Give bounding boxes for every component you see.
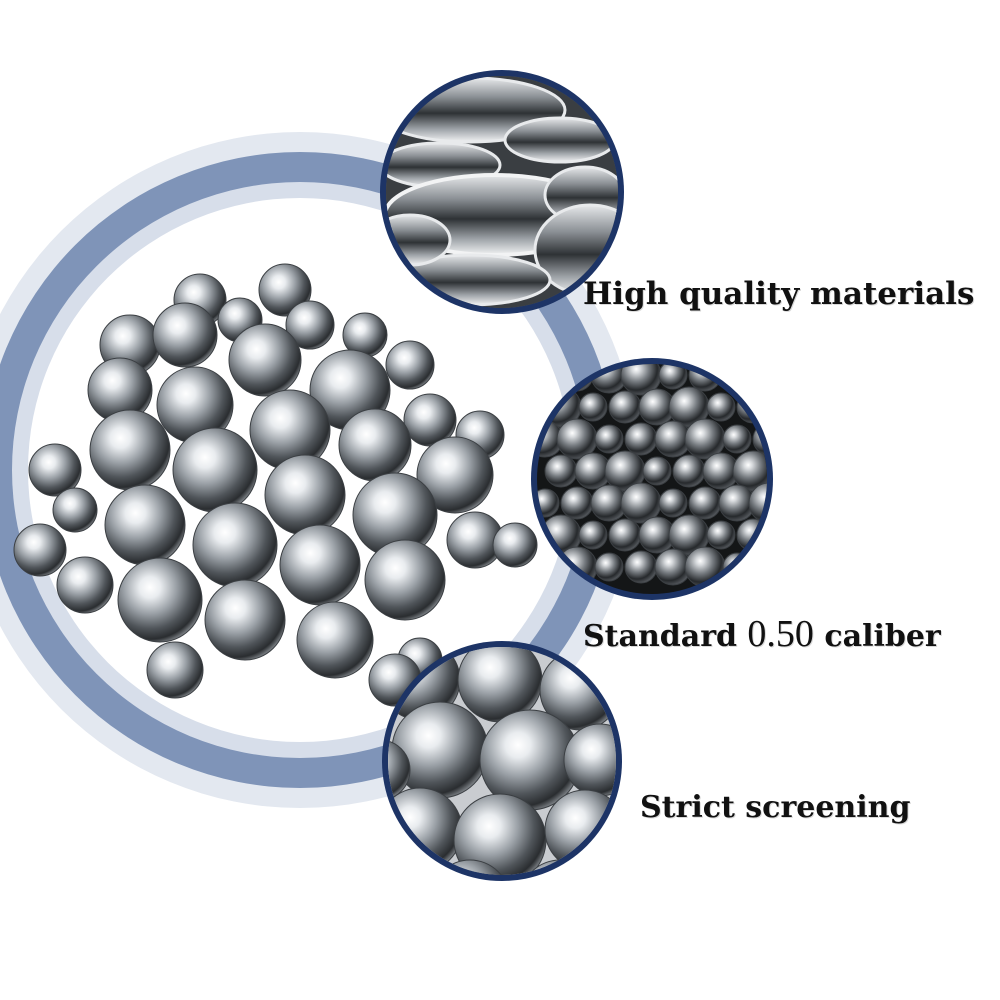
steel-ball [766, 516, 767, 554]
steel-ball [338, 408, 412, 482]
steel-ball [172, 427, 258, 513]
steel-ball [258, 263, 312, 317]
steel-tubes-icon [380, 70, 624, 314]
steel-ball [117, 557, 203, 643]
steel-ball [608, 390, 642, 424]
steel-ball [563, 723, 616, 797]
steel-ball [279, 524, 361, 606]
steel-ball [771, 457, 799, 485]
steel-ball [104, 484, 186, 566]
steel-ball [624, 550, 658, 584]
steel-ball [706, 520, 736, 550]
feature-label-standard-caliber: Standard 0.50 caliber [583, 613, 941, 655]
steel-ball [688, 486, 722, 520]
steel-ball [578, 392, 608, 422]
steel-ball [544, 454, 578, 488]
steel-ball [388, 739, 411, 801]
steel-ball [594, 552, 624, 582]
steel-ball [752, 550, 767, 584]
steel-ball [152, 302, 218, 368]
steel-ball [672, 454, 706, 488]
steel-ball [578, 520, 608, 550]
steel-ball [684, 546, 726, 588]
steel-ball [228, 323, 302, 397]
feature-label-strict-screening: Strict screening [640, 790, 911, 825]
steel-ball [285, 300, 335, 350]
steel-ball [146, 641, 204, 699]
steel-ball [192, 502, 278, 588]
steel-ball [560, 486, 594, 520]
steel-ball [608, 518, 642, 552]
steel-ball [416, 436, 494, 514]
steel-ball [624, 422, 658, 456]
steel-ball [766, 388, 767, 426]
steel-ball [52, 487, 98, 533]
steel-ball [748, 364, 767, 396]
steel-ball [204, 579, 286, 661]
feature-label-high-quality-materials: High quality materials [583, 276, 975, 312]
steel-ball [296, 601, 374, 679]
steel-ball-pile-image [13, 263, 538, 707]
steel-ball [264, 454, 346, 536]
steel-ball [642, 456, 672, 486]
steel-ball [748, 482, 767, 524]
steel-ball [28, 443, 82, 497]
steel-ball [429, 859, 511, 875]
caliber-value: 0.50 [747, 613, 814, 655]
steel-ball [13, 523, 67, 577]
steel-ball [722, 424, 752, 454]
steel-ball [385, 340, 435, 390]
steel-ball [658, 488, 688, 518]
steel-ball [364, 539, 446, 621]
steel-ball [89, 409, 171, 491]
steel-ball [594, 424, 624, 454]
steel-ball [658, 364, 688, 390]
steel-ball [56, 556, 114, 614]
steel-ball [706, 392, 736, 422]
steel-ball [492, 522, 538, 568]
steel-balls-dark-icon [531, 358, 799, 600]
